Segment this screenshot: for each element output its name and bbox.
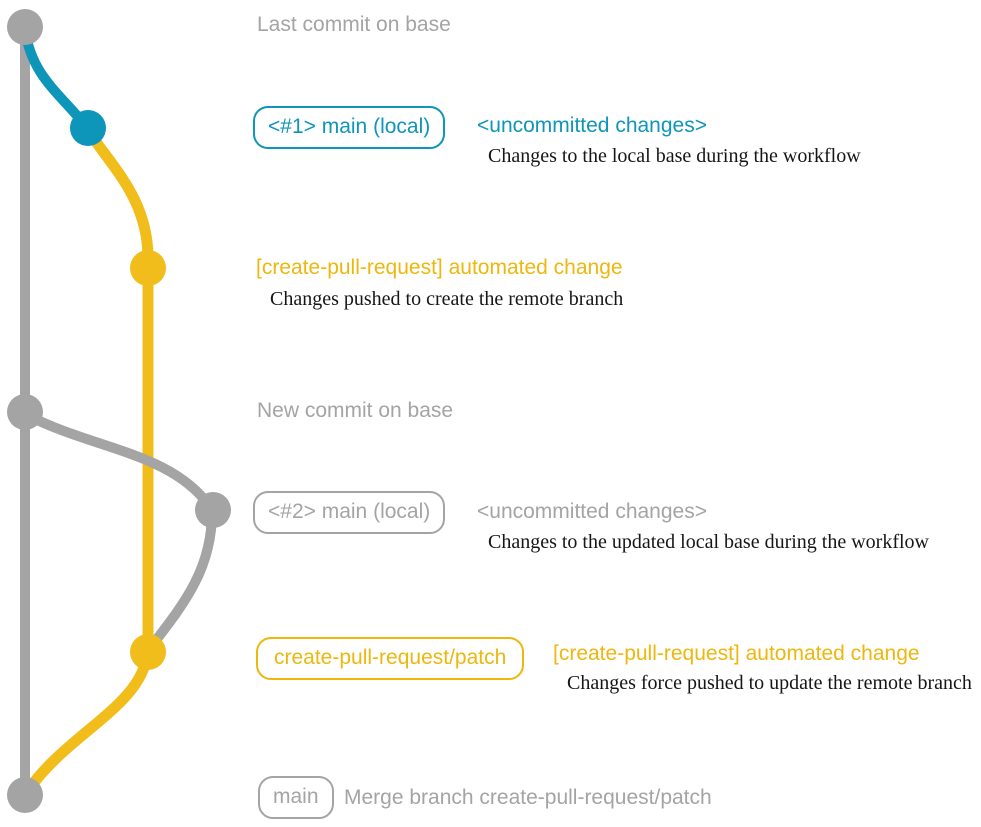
commit-last-on-base-dot [7, 9, 43, 45]
patch-branch-line [82, 124, 154, 658]
branch-badge-main-local-2: <#2> main (local) [253, 491, 446, 534]
desc-local-base-changes: Changes to the local base during the wor… [488, 145, 861, 167]
desc-updated-local-base-changes: Changes to the updated local base during… [488, 531, 929, 553]
label-last-commit-on-base: Last commit on base [257, 13, 451, 36]
commit-message-merge-branch: Merge branch create-pull-request/patch [344, 786, 712, 809]
local-branch-2-out-curve [22, 410, 216, 513]
desc-changes-force-pushed: Changes force pushed to update the remot… [567, 672, 972, 694]
commit-local-2-dot [195, 492, 231, 528]
branch-badge-main-local-1: <#1> main (local) [253, 106, 446, 149]
commit-new-on-base-dot [7, 394, 43, 430]
commit-merge-dot [7, 777, 43, 813]
note-uncommitted-changes-2: <uncommitted changes> [477, 500, 707, 523]
commit-message-automated-change-1: [create-pull-request] automated change [256, 256, 623, 279]
patch-merge-curve [21, 648, 153, 798]
commit-patch-1-dot [130, 250, 166, 286]
branch-badge-main: main [258, 776, 334, 819]
note-uncommitted-changes-1: <uncommitted changes> [477, 114, 707, 137]
label-new-commit-on-base: New commit on base [257, 399, 454, 422]
commit-message-automated-change-2: [create-pull-request] automated change [553, 642, 920, 665]
git-graph [7, 9, 231, 813]
local-branch-1-curve [20, 25, 91, 131]
local-branch-2-in-curve [145, 507, 217, 653]
commit-local-1-dot [70, 110, 106, 146]
commit-patch-2-dot [130, 634, 166, 670]
desc-changes-pushed: Changes pushed to create the remote bran… [270, 288, 624, 310]
branch-badge-create-pull-request-patch: create-pull-request/patch [256, 637, 525, 680]
